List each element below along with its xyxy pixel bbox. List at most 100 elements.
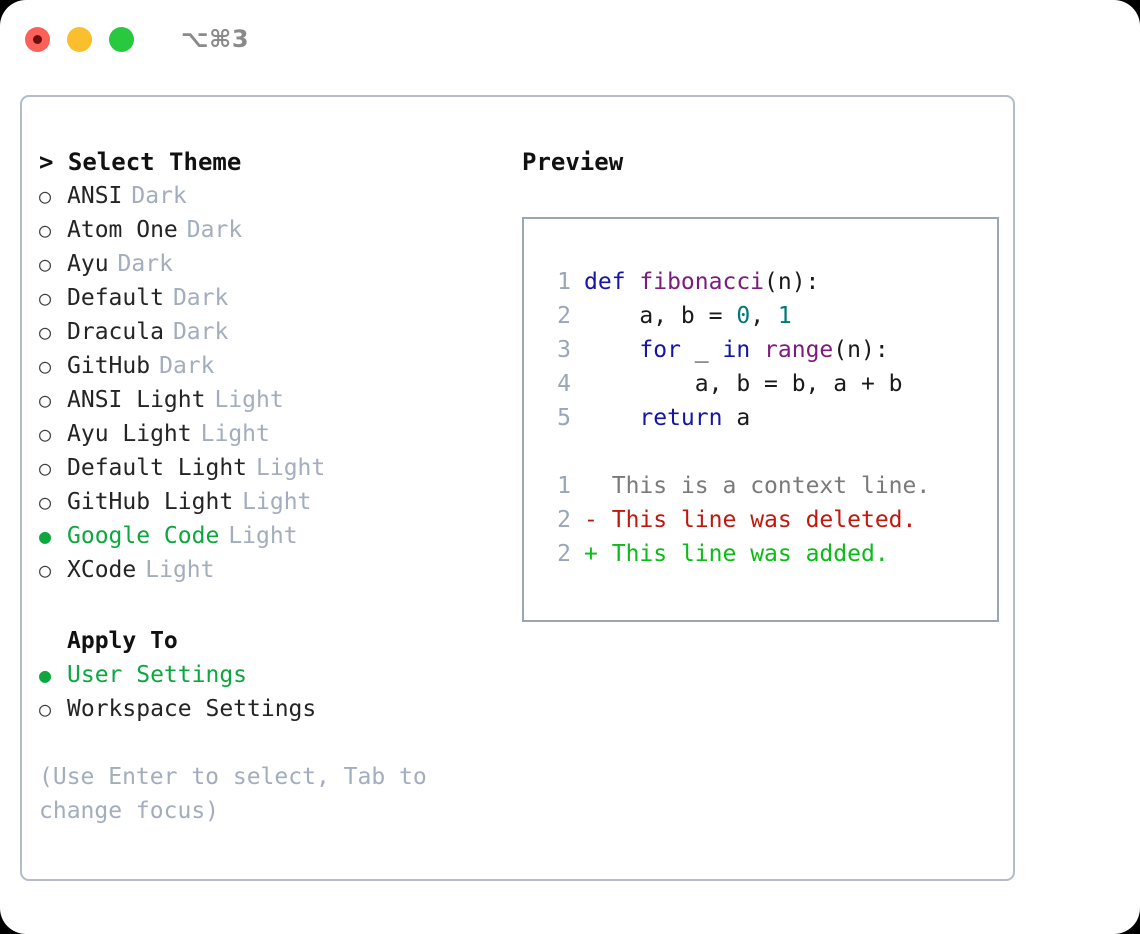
radio-unselected-icon: ○ <box>39 558 52 582</box>
record-dot-icon <box>33 34 42 44</box>
window-shortcut-label: ⌥⌘3 <box>181 25 250 53</box>
diff-sign <box>584 473 598 499</box>
select-theme-heading: > Select Theme <box>39 148 242 176</box>
code-line-number: 1 <box>557 269 571 295</box>
code-line: 4 a, b = b, a + b <box>542 367 997 401</box>
apply-to-option-user-settings[interactable]: ●User Settings <box>39 658 504 692</box>
theme-option-kind-badge: Light <box>228 523 298 549</box>
code-line-text: def fibonacci(n): <box>584 265 819 299</box>
radio-unselected-icon: ○ <box>39 354 52 378</box>
code-line-text: a, b = b, a + b <box>584 367 903 401</box>
code-token-plain: (n): <box>764 269 820 295</box>
theme-option-default[interactable]: ○ Default Dark <box>39 281 504 315</box>
zoom-button[interactable] <box>109 26 134 52</box>
theme-option-github[interactable]: ○ GitHub Dark <box>39 349 504 383</box>
code-token-plain: a, b = b, a + b <box>584 371 903 397</box>
close-button[interactable] <box>25 26 50 52</box>
window-controls <box>25 26 134 52</box>
diff-line-text: - This line was deleted. <box>584 503 916 537</box>
diff-line: 2- This line was deleted. <box>542 503 997 537</box>
diff-line: 2 + This line was added. <box>542 537 997 571</box>
code-token-num: 1 <box>777 303 792 329</box>
theme-option-kind-badge: Dark <box>186 217 243 243</box>
minimize-button[interactable] <box>67 26 92 52</box>
apply-to-option-label: Workspace Settings <box>67 696 317 722</box>
diff-text: This line was deleted. <box>611 507 917 533</box>
theme-option-kind-badge: Light <box>214 387 284 413</box>
theme-option-kind-badge: Dark <box>159 353 215 379</box>
theme-option-atom-one[interactable]: ○ Atom One Dark <box>39 213 504 247</box>
code-token-kw: return <box>584 405 737 431</box>
radio-selected-icon: ● <box>39 524 52 548</box>
code-token-plain: _ <box>694 337 723 363</box>
theme-option-label: XCode <box>67 557 137 583</box>
keyboard-hint-text: (Use Enter to select, Tab to change focu… <box>39 764 427 824</box>
radio-selected-icon: ● <box>39 663 52 687</box>
theme-option-label: Dracula <box>67 319 164 345</box>
theme-option-dracula[interactable]: ○ Dracula Dark <box>39 315 504 349</box>
code-line-number: 3 <box>557 337 571 363</box>
diff-line-text: + This line was added. <box>584 537 889 571</box>
code-token-fn: fibonacci <box>639 269 765 295</box>
code-line: 3 for _ in range(n): <box>542 333 997 367</box>
code-token-kw: for <box>584 337 695 363</box>
theme-option-label: ANSI <box>67 183 123 209</box>
window-titlebar: ⌥⌘3 <box>0 0 1140 78</box>
theme-option-google-code[interactable]: ● Google Code Light <box>39 519 504 553</box>
theme-option-label: Default Light <box>67 455 248 481</box>
code-line-number: 2 <box>557 303 571 329</box>
theme-option-kind-badge: Light <box>200 421 270 447</box>
theme-option-kind-badge: Dark <box>172 319 229 345</box>
code-token-plain: a, b = <box>584 303 737 329</box>
theme-option-label: Default <box>67 285 164 311</box>
diff-preview: 1 This is a context line.2- This line wa… <box>542 469 997 571</box>
theme-option-kind-badge: Light <box>242 489 312 515</box>
diff-text: This line was added. <box>611 541 889 567</box>
theme-option-label: ANSI Light <box>67 387 206 413</box>
radio-unselected-icon: ○ <box>39 697 52 721</box>
diff-line-number: 2 <box>557 541 571 567</box>
code-token-plain: a <box>736 405 751 431</box>
code-token-kw: in <box>722 337 765 363</box>
radio-unselected-icon: ○ <box>39 456 52 480</box>
code-line-text: a, b = 0, 1 <box>584 299 792 333</box>
radio-unselected-icon: ○ <box>39 286 52 310</box>
theme-option-kind-badge: Light <box>256 455 326 481</box>
diff-line-text: This is a context line. <box>584 469 931 503</box>
theme-option-label: Ayu <box>67 251 109 277</box>
apply-to-option-list: ●User Settings ○ Workspace Settings <box>39 658 504 726</box>
theme-option-label: Google Code <box>67 523 220 549</box>
code-token-num: 0 <box>736 303 751 329</box>
diff-line-number: 2 <box>557 507 571 533</box>
theme-option-label: Atom One <box>67 217 178 243</box>
theme-option-kind-badge: Dark <box>131 183 187 209</box>
diff-sign: + <box>584 541 598 567</box>
theme-option-label: GitHub Light <box>67 489 234 515</box>
radio-unselected-icon: ○ <box>39 320 52 344</box>
code-token-fn: range <box>764 337 834 363</box>
code-line-text: for _ in range(n): <box>584 333 889 367</box>
apply-to-heading: Apply To <box>67 628 178 654</box>
diff-line: 1 This is a context line. <box>542 469 997 503</box>
diff-line-number: 1 <box>557 473 571 499</box>
theme-option-label: GitHub <box>67 353 151 379</box>
diff-sign: - <box>584 507 598 533</box>
apply-to-option-workspace-settings[interactable]: ○ Workspace Settings <box>39 692 504 726</box>
theme-option-kind-badge: Dark <box>172 285 229 311</box>
radio-unselected-icon: ○ <box>39 218 52 242</box>
theme-option-default-light[interactable]: ○ Default Light Light <box>39 451 504 485</box>
diff-text: This is a context line. <box>611 473 931 499</box>
code-token-plain: (n): <box>833 337 889 363</box>
code-line: 2 a, b = 0, 1 <box>542 299 997 333</box>
